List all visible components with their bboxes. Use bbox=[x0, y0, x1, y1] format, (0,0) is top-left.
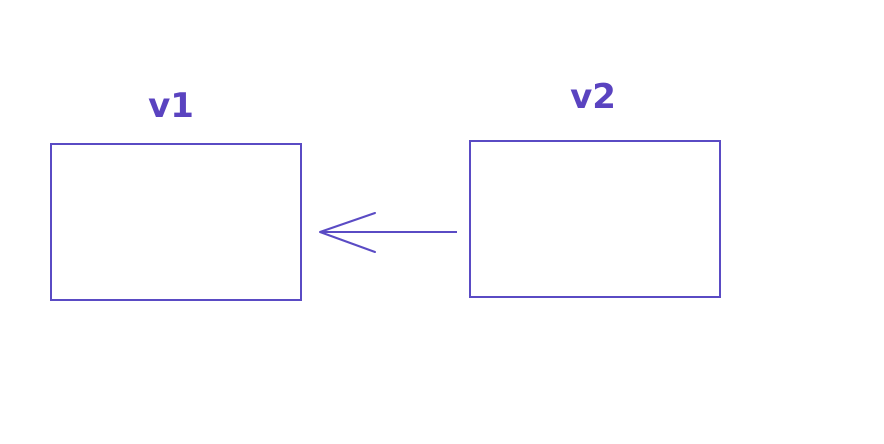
arrow-head bbox=[319, 212, 376, 253]
node-label-v2: v2 bbox=[570, 77, 616, 117]
node-box-v1 bbox=[50, 143, 302, 301]
edge-arrow-v2-to-v1 bbox=[319, 212, 457, 253]
node-box-v2 bbox=[469, 140, 721, 298]
node-label-v1: v1 bbox=[148, 86, 194, 126]
